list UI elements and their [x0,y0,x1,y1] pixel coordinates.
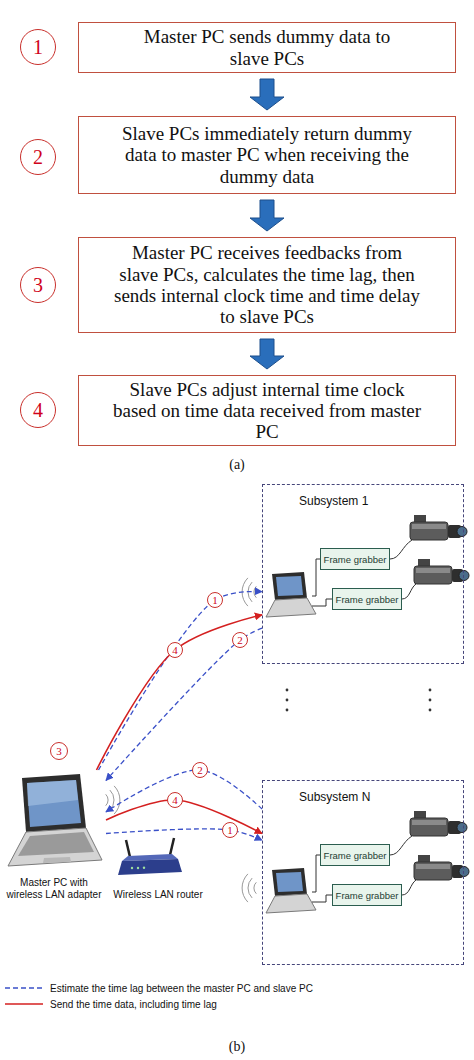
panel-label: (b) [197,1039,277,1055]
edge-callout-number: 1 [222,822,238,838]
time-data-arrow [106,800,262,834]
cable [390,540,412,559]
subsystem-box: Subsystem 1Frame grabberFrame grabber [262,484,464,664]
step-number-circle: 3 [20,267,56,303]
edge-callout-number: 4 [167,792,183,808]
slave-laptop-display [276,576,303,596]
frame-grabber-label: Frame grabber [336,890,399,901]
legend-red-line-sample [4,999,44,1009]
step-description: Slave PCs immediately return dummy data … [109,123,425,187]
legend-text: Estimate the time lag between the master… [50,983,313,994]
cable [312,599,333,606]
time-lag-arrow [106,829,262,840]
flow-arrow [250,339,284,369]
subsystem-box: Subsystem NFrame grabberFrame grabber [262,780,464,965]
step-number: 4 [33,400,43,420]
time-lag-arrow [106,628,262,780]
ellipsis-dots [286,689,432,712]
callout-circle: 3 [50,742,68,760]
frame-grabber-label: Frame grabber [336,594,399,605]
edge-callout-number: 1 [207,592,223,608]
process-box: Master PC receives feedbacks from slave … [78,237,456,333]
step-number-circle: 4 [20,392,56,428]
flow-arrow [250,200,284,231]
step-description: Master PC sends dummy data to slave PCs [127,26,407,69]
wireless-waves [242,578,256,606]
edge-callout-number: 4 [167,642,183,658]
master-pc-label: Master PC with wireless LAN adapter [2,877,106,900]
process-box: Slave PCs immediately return dummy data … [78,116,456,194]
step-number: 3 [33,275,43,295]
router-illustration [118,838,182,875]
frame-grabber-box: Frame grabber [320,844,390,866]
step-number: 1 [33,37,43,57]
subsystem-title: Subsystem N [299,790,463,804]
edge-callout-number: 2 [232,632,248,648]
flow-arrow [250,79,284,110]
panel-label: (a) [197,457,277,473]
cable [402,584,416,599]
subsystem-title: Subsystem 1 [299,494,463,508]
edge-callout-number: 2 [192,762,208,778]
process-box: Slave PCs adjust internal time clock bas… [78,375,456,446]
time-data-arrow [97,615,262,770]
wireless-router: Wireless LAN router [108,838,208,900]
time-lag-arrow [106,770,262,812]
wireless-waves [106,786,120,814]
frame-grabber-box: Frame grabber [320,548,390,570]
callout-number: 3 [56,746,62,757]
slave-laptop-screen [272,572,307,600]
step-number: 2 [33,147,43,167]
legend-entry: Estimate the time lag between the master… [4,981,313,995]
legend-entry: Send the time data, including time lag [4,997,217,1011]
step-description: Slave PCs adjust internal time clock bas… [109,379,425,443]
step-number-circle: 2 [20,139,56,175]
time-lag-arrow [99,591,262,770]
legend-text: Send the time data, including time lag [50,999,217,1010]
step-description: Master PC receives feedbacks from slave … [113,242,421,327]
process-box: Master PC sends dummy data to slave PCs [78,22,456,73]
master-laptop-illustration [8,774,102,866]
subsystem-illustration [242,515,469,617]
frame-grabber-label: Frame grabber [324,554,387,565]
camera-symbol [414,559,469,584]
legend-dashed-line-sample [4,983,44,993]
step-number-circle: 1 [20,29,56,65]
frame-grabber-box: Frame grabber [332,588,402,610]
master-pc: Master PC with wireless LAN adapter [2,770,106,900]
subsystem-illustration [242,811,469,913]
frame-grabber-label: Frame grabber [324,850,387,861]
router-label: Wireless LAN router [113,889,202,901]
slave-laptop-base [266,598,316,617]
camera-symbol [410,515,467,540]
frame-grabber-box: Frame grabber [332,884,402,906]
